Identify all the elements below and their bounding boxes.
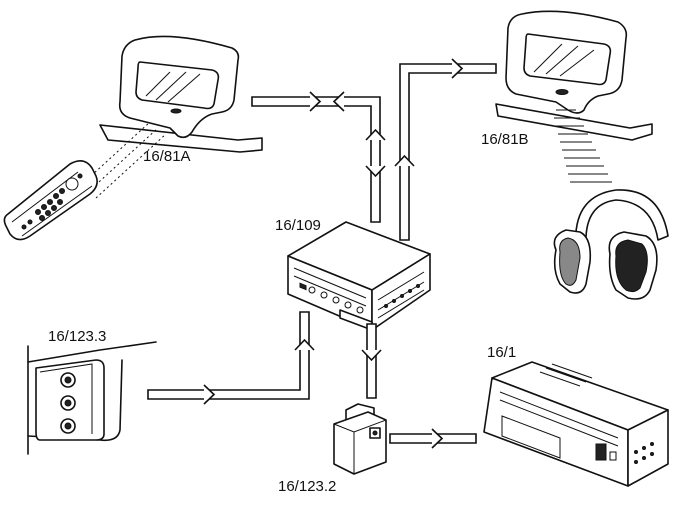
wireless-headphones: [553, 189, 669, 300]
headrest-monitor-a: [99, 35, 263, 153]
label-headrest-b: 16/81B: [481, 131, 529, 148]
headrest-monitor-b: [495, 10, 653, 141]
dvd-player: [287, 221, 431, 331]
adapter-box: [333, 403, 387, 475]
remote-control: [3, 160, 98, 241]
wireless-beam: [554, 109, 612, 183]
label-adapter: 16/123.2: [278, 478, 337, 495]
label-head-unit: 16/1: [487, 344, 517, 361]
aux-input-panel: [27, 341, 157, 455]
head-unit: [483, 361, 669, 487]
connection-pipes: [147, 58, 497, 449]
label-headrest-a: 16/81A: [143, 148, 191, 165]
label-dvd-player: 16/109: [275, 217, 321, 234]
label-aux-input: 16/123.3: [48, 328, 107, 345]
